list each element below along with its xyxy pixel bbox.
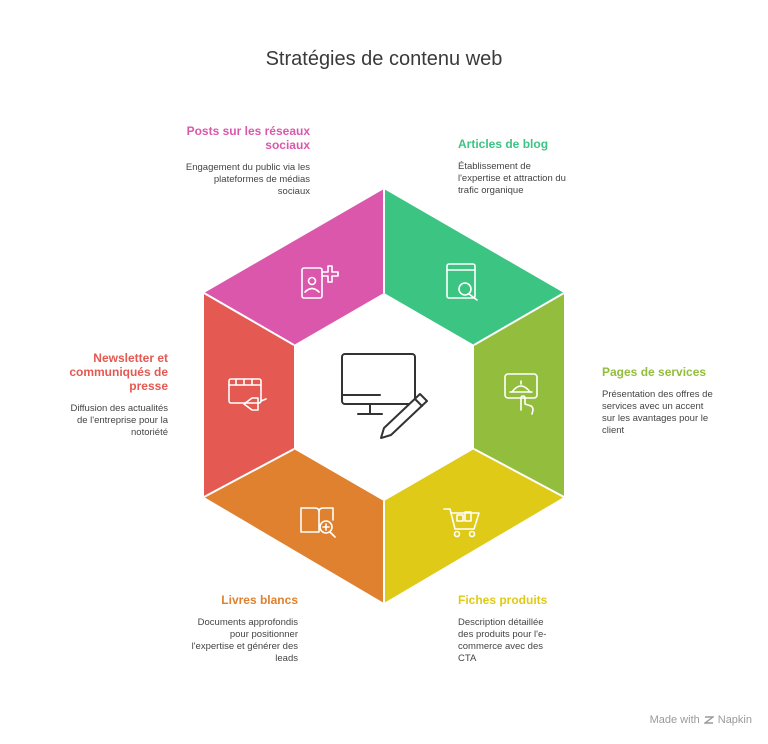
segment-products bbox=[384, 449, 564, 603]
news-megaphone-icon bbox=[228, 378, 267, 411]
label-social: Posts sur les réseaux sociaux Engagement… bbox=[180, 124, 310, 198]
social-heading: Posts sur les réseaux sociaux bbox=[186, 124, 310, 152]
services-description: Présentation des offres de services avec… bbox=[602, 389, 713, 436]
segment-newsletter bbox=[204, 293, 294, 497]
social-profile-plus-icon bbox=[301, 265, 339, 299]
napkin-watermark: Made with Napkin bbox=[650, 714, 752, 726]
napkin-brand-text: Napkin bbox=[717, 714, 752, 726]
newsletter-heading: Newsletter et communiqués de presse bbox=[69, 351, 168, 393]
page-title: Stratégies de contenu web bbox=[265, 48, 503, 70]
napkin-logo-icon bbox=[703, 716, 714, 724]
segment-separators bbox=[203, 189, 565, 603]
segment-whitepapers bbox=[204, 449, 384, 603]
whitepapers-heading: Livres blancs bbox=[221, 593, 298, 607]
service-touch-icon bbox=[504, 373, 538, 415]
segment-social bbox=[204, 189, 384, 345]
services-heading: Pages de services bbox=[602, 365, 707, 379]
label-blog: Articles de blog Établissement de l'expe… bbox=[458, 137, 568, 197]
label-newsletter: Newsletter et communiqués de presse Diff… bbox=[60, 351, 168, 439]
label-products: Fiches produits Description détaillée de… bbox=[458, 593, 558, 665]
label-whitepapers: Livres blancs Documents approfondis pour… bbox=[190, 593, 298, 665]
book-search-icon bbox=[446, 263, 478, 301]
blog-heading: Articles de blog bbox=[458, 137, 549, 151]
products-description: Description détaillée des produits pour … bbox=[458, 617, 547, 664]
made-with-text: Made with bbox=[649, 714, 700, 726]
whitepapers-description: Documents approfondis pour positionner l… bbox=[191, 617, 298, 664]
label-services: Pages de services Présentation des offre… bbox=[602, 365, 714, 437]
shopping-cart-icon bbox=[443, 508, 480, 538]
segment-services bbox=[474, 293, 564, 497]
newsletter-description: Diffusion des actualités de l'entreprise… bbox=[70, 403, 168, 438]
computer-pen-icon bbox=[341, 353, 428, 439]
social-description: Engagement du public via les plateformes… bbox=[185, 162, 310, 197]
products-heading: Fiches produits bbox=[458, 593, 548, 607]
center-hexagon bbox=[294, 293, 474, 501]
book-zoom-icon bbox=[300, 507, 336, 538]
segment-blog bbox=[384, 189, 564, 345]
blog-description: Établissement de l'expertise et attracti… bbox=[458, 161, 566, 196]
